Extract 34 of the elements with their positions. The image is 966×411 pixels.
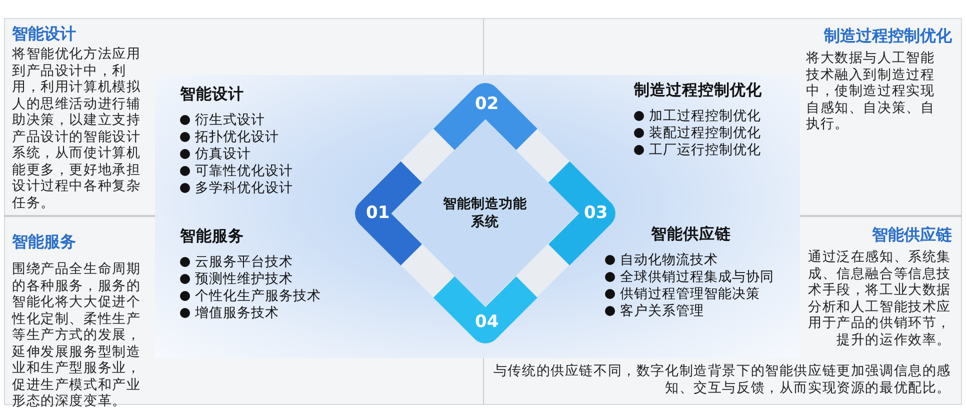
step-number: 02	[474, 94, 499, 114]
description-text: 将大数据与人工智能技术融入到制造过程中，使制造过程实现自感知、自决策、自执行。	[806, 50, 936, 132]
list-item: 装配过程控制优化	[649, 125, 761, 141]
section-heading: 智能服务	[180, 226, 245, 246]
step-number: 03	[584, 202, 608, 223]
list-item: 拓扑优化设计	[195, 129, 279, 145]
list-item: 增值服务技术	[195, 305, 279, 321]
list-item: 预测性维护技术	[195, 271, 293, 287]
panel-heading: 智能服务	[12, 232, 76, 252]
list-item: 衍生式设计	[195, 112, 265, 128]
section-heading: 智能供应链	[651, 224, 732, 244]
list-item: 加工过程控制优化	[649, 108, 761, 124]
panel-heading: 智能设计	[12, 24, 76, 44]
list-item: 自动化物流技术	[620, 252, 718, 268]
description-text: 通过泛在感知、系统集成、信息融合等信息技术手段，将工业大数据分析和人工智能技术应用于产品的供销环节，提升的运作效率。	[807, 249, 951, 348]
step-number: 01	[366, 202, 390, 223]
description-text: 将智能优化方法应用到产品设计中，利用，利用计算机模拟人的思维活动进行辅助决策，以建立支持产品设计的智能设计系统，从而使计算机能更多，更好地承担设计过程中各种复杂任务。	[12, 46, 142, 211]
description-text: 与传统的供应链不同，数字化制造背景下的智能供应链更加强调信息的感知、交互与反馈，从而实现资源的最优配比。	[493, 363, 951, 396]
list-item: 个性化生产服务技术	[195, 288, 321, 304]
description-text: 围绕产品全生命周期的各种服务，服务的智能化将大大促进个性化定制、柔性生产等生产方式的发展，延伸发展服务型制造业和生产型服务业，促进生产模式和产业形态的深度变革。	[12, 261, 142, 410]
list-item: 可靠性优化设计	[195, 163, 293, 179]
list-item: 仿真设计	[195, 146, 251, 162]
list-item: 客户关系管理	[620, 303, 704, 319]
list-item: 工厂运行控制优化	[649, 142, 761, 158]
section-heading: 智能设计	[180, 84, 245, 104]
list-item: 云服务平台技术	[195, 254, 293, 270]
section-heading: 制造过程控制优化	[634, 80, 762, 100]
center-label: 智能制造功能系统	[440, 195, 530, 231]
panel-heading: 制造过程控制优化	[824, 26, 952, 46]
list-item: 供销过程管理智能决策	[620, 286, 760, 302]
list-item: 全球供销过程集成与协同	[620, 269, 774, 285]
panel-heading: 智能供应链	[872, 225, 952, 245]
step-number: 04	[474, 312, 499, 332]
list-item: 多学科优化设计	[195, 180, 293, 196]
